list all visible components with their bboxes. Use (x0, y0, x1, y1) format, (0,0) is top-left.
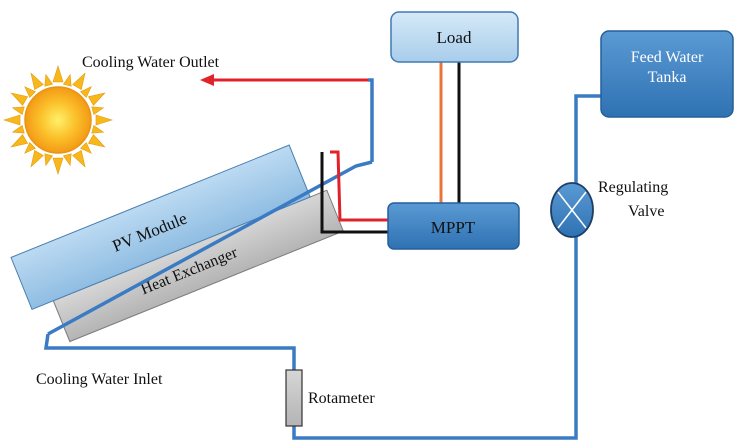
feed-water-label-line1: Feed Water (631, 49, 704, 66)
outlet-pipe (368, 78, 374, 162)
pv-assembly: PV Module Heat Exchanger (10, 144, 344, 343)
red-wire-pv-mppt (330, 150, 388, 222)
rotameter-label: Rotameter (308, 390, 375, 407)
valve-to-tank-pipe (574, 94, 604, 188)
exchanger-pipe (47, 160, 373, 336)
regulating-label-line2: Valve (628, 203, 664, 220)
load-box: Load (390, 11, 519, 63)
return-pipe (292, 232, 578, 440)
pv-module (10, 144, 311, 311)
load-label: Load (437, 28, 472, 47)
cooling-water-inlet-label: Cooling Water Inlet (36, 371, 163, 388)
feed-water-tank: Feed Water Tanka (600, 30, 734, 118)
sun-core (24, 86, 92, 154)
valve-icon (550, 182, 594, 238)
regulating-label-line1: Regulating (598, 179, 668, 196)
inlet-pipe (43, 333, 296, 370)
cooling-water-outlet-label: Cooling Water Outlet (82, 54, 220, 71)
feed-water-label-line2: Tanka (648, 69, 687, 86)
sun-rays (2, 64, 114, 176)
rotameter (285, 369, 303, 427)
black-wire-pv-mppt (320, 152, 388, 234)
arrow-left-icon (200, 74, 368, 86)
sun-icon (2, 64, 114, 176)
mppt-label: MPPT (431, 218, 476, 237)
mppt-box: MPPT (387, 202, 520, 250)
